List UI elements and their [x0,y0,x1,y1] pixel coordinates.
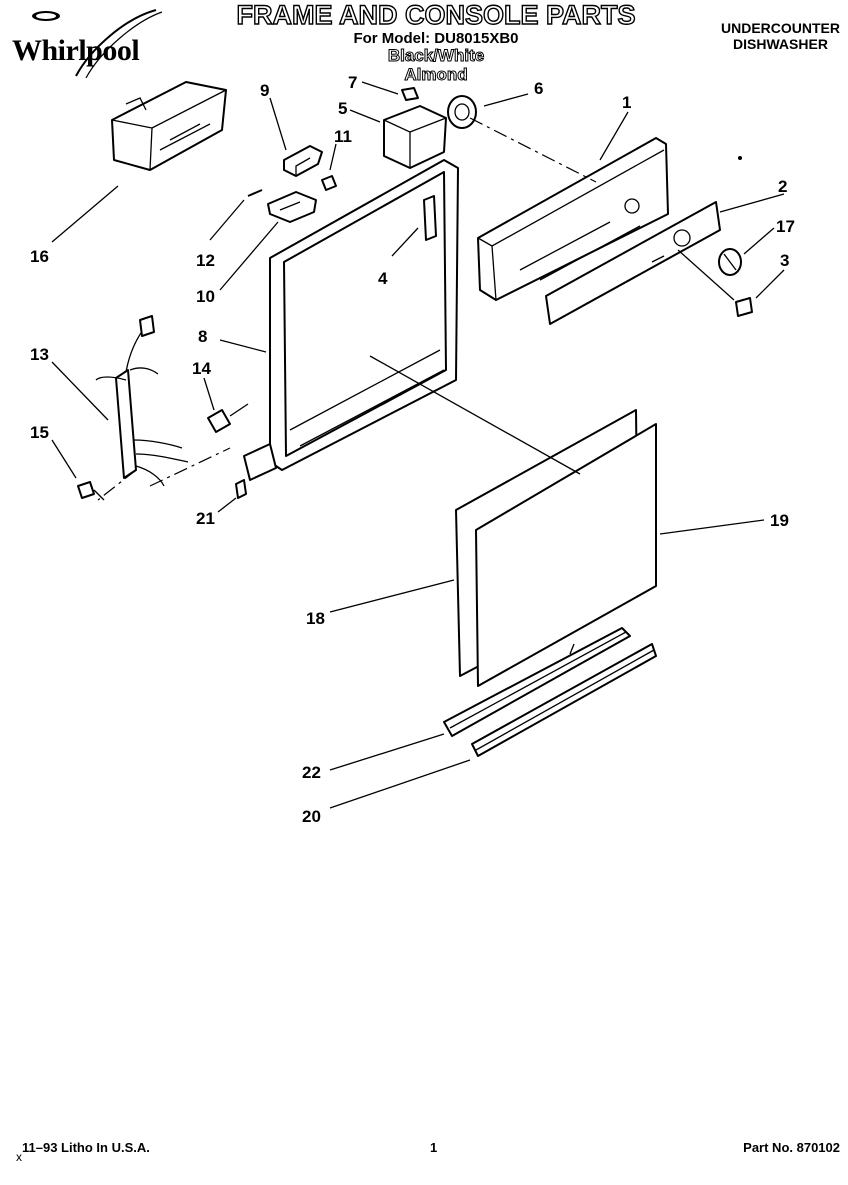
callout-7: 7 [348,73,357,92]
logo-swoosh-icon [32,9,163,79]
callout-13: 13 [30,345,49,364]
callout-10: 10 [196,287,215,306]
part-15-screw [77,481,105,501]
callout-3: 3 [780,251,789,270]
callout-21: 21 [196,509,215,528]
part-19-inner-panel [475,423,657,687]
callout-19: 19 [770,511,789,530]
part-11-clip [321,175,337,191]
product-type-line-1: UNDERCOUNTER [721,20,840,36]
part-16-cover [111,81,227,171]
callout-5: 5 [338,99,347,118]
brand-logo: Whirlpool [6,8,196,80]
leader-lines [51,81,785,809]
callout-1: 1 [622,93,631,112]
part-7-screw [401,87,419,101]
part-14-connector [207,403,249,433]
part-8-door-frame [243,159,459,481]
footer-page-number: 1 [430,1140,438,1155]
part-17-knob [718,248,742,276]
product-type-line-2: DISHWASHER [733,36,828,52]
callout-15: 15 [30,423,49,442]
part-12-pin [247,189,263,197]
callout-18: 18 [306,609,325,628]
assembly-lines [97,117,735,655]
model-line: For Model: DU8015XB0 [353,30,519,47]
part-1-console-panel [477,137,669,301]
dot-mark [738,156,742,160]
callout-16: 16 [30,247,49,266]
part-20-trim-strip [471,643,657,757]
part-9-switch [283,145,323,177]
callout-8: 8 [198,327,207,346]
callout-2: 2 [778,177,787,196]
callout-14: 14 [192,359,211,378]
callout-12: 12 [196,251,215,270]
color-variant-1: Black/White [387,46,485,66]
part-3-clip [735,297,753,317]
callout-20: 20 [302,807,321,826]
callout-11: 11 [334,127,352,146]
callout-4: 4 [378,269,388,288]
product-type: UNDERCOUNTER DISHWASHER [721,20,840,52]
part-10-bracket [267,191,317,223]
footer-part-number: Part No. 870102 [743,1140,840,1155]
callout-9: 9 [260,81,269,100]
page-title: FRAME AND CONSOLE PARTS [236,0,636,31]
footer-litho: 11–93 Litho In U.S.A. [22,1140,150,1155]
callout-22: 22 [302,763,321,782]
brand-name: Whirlpool [12,34,140,67]
part-13-wire-harness [95,315,189,487]
part-22-trim-strip [443,627,631,737]
callout-6: 6 [534,79,543,98]
part-5-timer [383,105,447,169]
color-variant-2: Almond [404,65,468,85]
part-21-clip [235,479,247,499]
part-6-knob-gear [447,95,477,129]
part-2-console-overlay [545,201,721,325]
callout-17: 17 [776,217,795,236]
footer-mark: x [16,1150,22,1164]
